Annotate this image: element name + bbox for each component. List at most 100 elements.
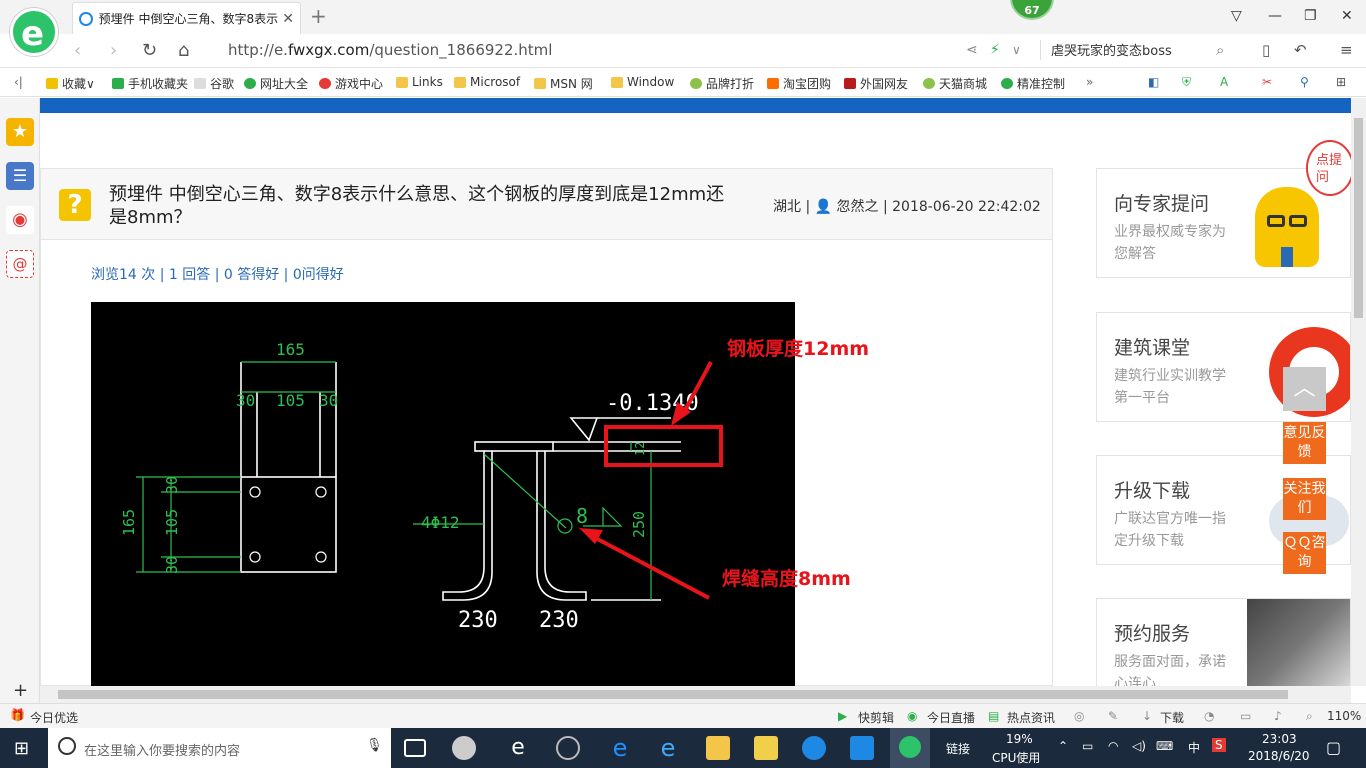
add-sidebar-icon[interactable]: + (13, 680, 29, 701)
question-stats[interactable]: 浏览14 次 | 1 回答 | 0 答得好 | 0问得好 (91, 267, 344, 283)
bookmark-item[interactable]: 谷歌 (194, 75, 234, 92)
tray-expand-icon[interactable]: ⌃ (1058, 739, 1069, 753)
ie-browser-icon[interactable]: e (511, 735, 525, 760)
card-appointment[interactable]: 预约服务 服务面对面，承诺心连心 (1096, 598, 1351, 688)
bookmark-item[interactable]: 游戏中心 (319, 75, 383, 92)
plus-app-icon[interactable] (850, 736, 874, 760)
home-icon[interactable]: ⌂ (178, 40, 190, 61)
favorites-star-icon[interactable]: ★ (6, 118, 34, 146)
qq-consult-button[interactable]: ＱＱ咨询 (1283, 532, 1326, 574)
status-today-pick[interactable]: 今日优选 (30, 711, 79, 725)
task-view-icon[interactable] (404, 739, 426, 757)
bookmark-item[interactable]: 手机收藏夹 (112, 75, 188, 92)
bookmark-item[interactable]: 品牌打折 (690, 75, 754, 92)
sogou-icon[interactable]: S (1212, 738, 1226, 752)
bookmark-item[interactable]: 网址大全 (244, 75, 308, 92)
lightning-icon[interactable]: ⚡ (990, 42, 1000, 58)
list-icon[interactable]: ☰ (6, 162, 34, 190)
status-item[interactable]: 下载 (1160, 711, 1185, 725)
minimize-button[interactable]: — (1268, 8, 1282, 24)
clock-date[interactable]: 2018/6/20 (1248, 749, 1310, 763)
back-to-top-button[interactable]: ︿ (1283, 367, 1326, 411)
close-window-button[interactable]: ✕ (1341, 8, 1353, 24)
status-item[interactable]: 今日直播 (927, 711, 976, 725)
translate-icon[interactable]: A (1220, 75, 1229, 89)
search-input[interactable]: 虐哭玩家的变态boss (1040, 40, 1240, 60)
grid-icon[interactable]: ⊞ (1336, 75, 1347, 89)
ask-bubble[interactable]: 点提问 (1306, 140, 1354, 196)
bookmark-item[interactable]: Links (396, 75, 443, 89)
link-label[interactable]: 链接 (946, 742, 971, 756)
bookmarks-collapse-icon[interactable]: ‹| (14, 75, 23, 89)
bookmark-item[interactable]: 外国网友 (844, 75, 908, 92)
microphone-icon[interactable]: 🎙 (366, 738, 383, 753)
new-tab-button[interactable]: + (310, 4, 327, 28)
volume-icon[interactable]: ◁) (1132, 739, 1146, 753)
spiral-app-icon[interactable] (556, 736, 580, 760)
question-author[interactable]: 忽然之 (836, 199, 879, 215)
zoom-level[interactable]: 110% (1327, 709, 1362, 723)
search-icon[interactable]: ⌕ (1216, 41, 1225, 59)
bookmark-item[interactable]: Microsof (454, 75, 520, 89)
notes-app-icon[interactable] (754, 736, 778, 760)
battery-icon[interactable]: ▭ (1082, 739, 1094, 753)
ime-indicator[interactable]: 中 (1188, 741, 1201, 755)
keyboard-icon[interactable]: ⌨ (1156, 739, 1174, 753)
window-icon[interactable]: ▭ (1240, 709, 1252, 723)
bookmark-item[interactable]: 天猫商城 (923, 75, 987, 92)
extension-icon[interactable]: ◧ (1148, 75, 1160, 89)
status-item[interactable]: 快剪辑 (858, 711, 895, 725)
sound-icon[interactable]: ♪ (1274, 709, 1282, 723)
windows-start-icon[interactable]: ⊞ (14, 738, 30, 759)
menu-icon[interactable]: ≡ (1340, 41, 1353, 59)
back-icon[interactable]: ‹ (74, 40, 82, 61)
clock-icon[interactable]: ◔ (1204, 709, 1215, 723)
notification-center-icon[interactable]: ▢ (1326, 738, 1342, 757)
pin-icon[interactable]: ✎ (1108, 709, 1119, 723)
shield-icon[interactable]: ⛨ (1182, 75, 1192, 89)
bookmark-item[interactable]: 收藏 ∨ (46, 75, 95, 92)
undo-icon[interactable]: ↶ (1294, 41, 1307, 59)
vertical-scrollbar[interactable] (1351, 98, 1366, 686)
feedback-button[interactable]: 意见反馈 (1283, 422, 1326, 464)
reload-icon[interactable]: ↻ (142, 40, 158, 61)
magnifier-icon[interactable]: ⚲ (1300, 75, 1309, 89)
chevron-down-icon[interactable]: ∨ (1012, 43, 1021, 57)
internet-explorer-icon[interactable]: e (660, 734, 676, 762)
taskbar-search[interactable]: 在这里输入你要搜索的内容 🎙 (48, 728, 391, 768)
bookmarks-more-icon[interactable]: » (1086, 75, 1094, 89)
follow-us-button[interactable]: 关注我们 (1283, 478, 1326, 520)
active-browser-task[interactable] (890, 728, 930, 768)
glodon-app-icon[interactable] (802, 736, 826, 760)
bookmark-item[interactable]: Window (611, 75, 674, 89)
clock-time[interactable]: 23:03 (1262, 732, 1297, 746)
file-explorer-icon[interactable] (706, 736, 730, 760)
forward-icon[interactable]: › (110, 40, 118, 61)
question-image[interactable]: 230 230 -0.1340 165 30 105 30 4Φ12 8 165… (91, 302, 795, 686)
status-item[interactable]: 热点资讯 (1007, 711, 1056, 725)
share-icon[interactable]: ⋖ (966, 42, 978, 58)
card-ask-expert[interactable]: 向专家提问 业界最权威专家为您解答 (1096, 168, 1351, 278)
bookmark-item[interactable]: 精准控制 (1001, 75, 1065, 92)
bookmark-item[interactable]: MSN 网 (534, 75, 593, 92)
horizontal-scrollbar[interactable] (40, 686, 1351, 703)
browser-logo[interactable]: e (10, 8, 58, 56)
mail-icon[interactable]: @ (6, 250, 34, 278)
scissors-icon[interactable]: ✂ (1262, 75, 1273, 89)
bookmark-item[interactable]: 淘宝团购 (767, 75, 831, 92)
url-field[interactable]: http://e.fwxgx.com/question_1866922.html (228, 41, 552, 59)
edge-icon[interactable]: e (612, 734, 628, 762)
weibo-icon[interactable]: ◉ (6, 206, 34, 234)
bookmark-label: 淘宝团购 (783, 77, 832, 91)
horizontal-scroll-thumb[interactable] (58, 690, 1288, 699)
browser-tab[interactable]: 预埋件 中倒空心三角、数字8表示什么意思 ✕ (72, 2, 301, 34)
compass-icon[interactable]: ◎ (1074, 709, 1085, 723)
wifi-icon[interactable]: ◠ (1108, 739, 1119, 753)
bookmark-label: 手机收藏夹 (128, 77, 189, 91)
phone-icon[interactable]: ▯ (1262, 41, 1271, 59)
shirt-skin-icon[interactable]: ▽ (1231, 8, 1242, 24)
vertical-scroll-thumb[interactable] (1354, 118, 1363, 318)
maximize-button[interactable]: ❐ (1304, 8, 1317, 24)
fan-app-icon[interactable] (452, 736, 476, 760)
tab-close-icon[interactable]: ✕ (282, 10, 294, 27)
